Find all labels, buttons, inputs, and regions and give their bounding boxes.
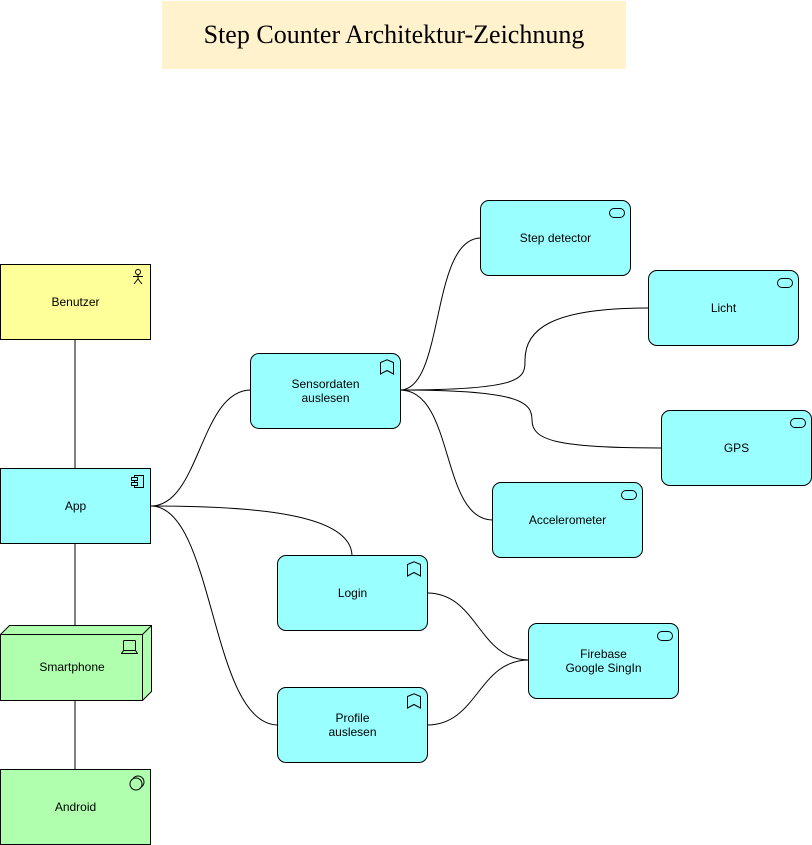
node-profile[interactable]: Profile auslesen bbox=[277, 687, 428, 763]
node-android-label: Android bbox=[54, 800, 97, 814]
node-step-detector-label: Step detector bbox=[519, 231, 592, 245]
function-icon bbox=[407, 693, 421, 709]
connector-app-profile bbox=[150, 505, 279, 726]
component-icon bbox=[131, 475, 144, 488]
connector-profile-firebase bbox=[426, 659, 530, 726]
connector-sensordaten-licht bbox=[399, 307, 649, 391]
node-login-label: Login bbox=[337, 586, 368, 600]
node-gps-label: GPS bbox=[723, 441, 750, 455]
node-accelerometer-label: Accelerometer bbox=[528, 513, 607, 527]
node-box-shape bbox=[0, 625, 152, 701]
connector-sensordaten-step-detector bbox=[399, 237, 482, 391]
connector-sensordaten-accelerometer bbox=[399, 389, 494, 521]
device-icon bbox=[121, 640, 138, 654]
function-icon bbox=[407, 561, 421, 577]
node-firebase[interactable]: Firebase Google SingIn bbox=[528, 623, 679, 699]
node-android[interactable]: Android bbox=[0, 769, 151, 845]
service-icon bbox=[609, 208, 625, 218]
node-smartphone-label: Smartphone bbox=[39, 660, 105, 674]
service-icon bbox=[777, 278, 793, 288]
actor-icon bbox=[133, 269, 143, 285]
node-smartphone[interactable]: Smartphone bbox=[0, 625, 152, 701]
node-step-detector[interactable]: Step detector bbox=[480, 200, 631, 276]
connector-app-login bbox=[150, 505, 353, 556]
node-profile-label: Profile auslesen bbox=[328, 711, 377, 739]
node-app[interactable]: App bbox=[0, 468, 151, 544]
node-gps[interactable]: GPS bbox=[661, 410, 812, 486]
node-sensordaten[interactable]: Sensordaten auslesen bbox=[250, 353, 401, 429]
node-benutzer[interactable]: Benutzer bbox=[0, 264, 151, 340]
connector-login-firebase bbox=[426, 592, 530, 661]
node-firebase-label: Firebase Google SingIn bbox=[565, 647, 642, 675]
node-login[interactable]: Login bbox=[277, 555, 428, 631]
node-benutzer-label: Benutzer bbox=[51, 295, 100, 309]
node-licht-label: Licht bbox=[710, 301, 737, 315]
service-icon bbox=[621, 490, 637, 500]
diagram-title-box: Step Counter Architektur-Zeichnung bbox=[162, 1, 626, 69]
service-icon bbox=[657, 631, 673, 641]
function-icon bbox=[380, 359, 394, 375]
node-accelerometer[interactable]: Accelerometer bbox=[492, 482, 643, 558]
node-licht[interactable]: Licht bbox=[648, 270, 799, 346]
node-sensordaten-label: Sensordaten auslesen bbox=[291, 377, 360, 405]
connector-sensordaten-gps bbox=[399, 389, 662, 449]
connector-app-sensordaten bbox=[150, 389, 252, 507]
service-icon bbox=[790, 418, 806, 428]
node-app-label: App bbox=[64, 499, 87, 513]
diagram-title: Step Counter Architektur-Zeichnung bbox=[203, 20, 585, 49]
system-software-icon bbox=[129, 775, 145, 791]
